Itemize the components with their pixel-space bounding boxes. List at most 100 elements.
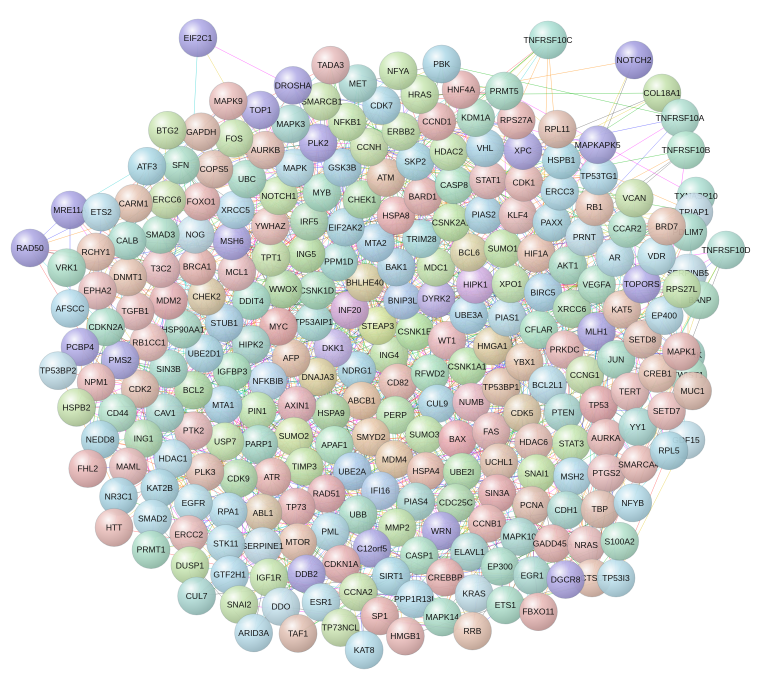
protein-node[interactable]: MAPK3 — [271, 104, 311, 144]
protein-node[interactable]: DNAJA3 — [298, 357, 338, 397]
protein-node[interactable]: DKK1 — [313, 328, 353, 368]
protein-node[interactable]: IGFBP3 — [212, 352, 252, 391]
protein-node[interactable]: TIMP3 — [285, 447, 324, 486]
protein-node[interactable]: JUN — [596, 340, 636, 379]
protein-node[interactable]: MCL1 — [217, 252, 257, 292]
protein-node[interactable]: TNFRSF10C — [523, 20, 573, 60]
protein-node[interactable]: SKP2 — [395, 142, 435, 181]
protein-node[interactable]: PCNA — [512, 485, 552, 525]
protein-node[interactable]: SUMO1 — [483, 229, 523, 268]
protein-node[interactable]: HDAC6 — [514, 422, 553, 462]
protein-node[interactable]: CDC25C — [436, 483, 476, 522]
protein-node[interactable]: SMARCA4 — [618, 444, 660, 484]
protein-node[interactable]: GAPDH — [181, 112, 221, 152]
protein-node[interactable]: PRMT1 — [131, 530, 171, 569]
protein-node[interactable]: SIN3A — [477, 473, 517, 513]
protein-node[interactable]: CSNK1A1 — [448, 347, 487, 386]
protein-node[interactable]: BTG2 — [148, 110, 187, 150]
protein-node[interactable]: T3C2 — [141, 249, 181, 288]
protein-node[interactable]: CHEK2 — [187, 277, 226, 316]
protein-node[interactable]: SMAD3 — [141, 215, 180, 254]
protein-node[interactable]: IRF5 — [289, 202, 329, 241]
protein-node[interactable]: TNFRSF10A — [656, 98, 705, 138]
protein-node[interactable]: BARD1 — [403, 177, 443, 216]
protein-node[interactable]: ERBB2 — [381, 112, 421, 151]
protein-node[interactable]: CCNH — [349, 127, 389, 167]
protein-node[interactable]: PPP1R13L — [394, 579, 436, 619]
protein-node[interactable]: DROSHA — [273, 66, 313, 105]
protein-node[interactable]: DUSP1 — [170, 546, 210, 585]
protein-node[interactable]: ERCC3 — [540, 172, 579, 211]
protein-node[interactable]: HDAC1 — [153, 439, 193, 478]
protein-node[interactable]: MUC1 — [673, 371, 712, 411]
protein-node[interactable]: TP53I3 — [596, 558, 636, 598]
protein-node[interactable]: MTA2 — [356, 223, 395, 263]
protein-node[interactable]: XRCC6 — [552, 289, 592, 329]
protein-node[interactable]: CASP8 — [434, 165, 474, 205]
protein-node[interactable]: AKT1 — [548, 246, 588, 285]
protein-node[interactable]: RPL11 — [538, 109, 577, 149]
protein-node[interactable]: PIAS2 — [464, 195, 504, 234]
protein-node[interactable]: PERP — [376, 395, 415, 435]
protein-node[interactable]: CCNG1 — [565, 355, 605, 395]
protein-node[interactable]: SIRT1 — [371, 556, 411, 596]
protein-node[interactable]: PPM1D — [319, 242, 359, 282]
protein-node[interactable]: NFYB — [613, 483, 653, 523]
protein-node[interactable]: TNFRSF10B — [662, 130, 711, 170]
protein-node[interactable]: EPHA2 — [78, 271, 117, 310]
protein-node[interactable]: HSPB2 — [57, 388, 96, 427]
protein-node[interactable]: CCNB1 — [467, 504, 507, 543]
protein-node[interactable]: ATR — [252, 457, 292, 497]
protein-node[interactable]: XPC — [503, 131, 543, 171]
protein-node[interactable]: XPO1 — [491, 264, 531, 304]
protein-node[interactable]: EP300 — [480, 547, 520, 586]
protein-node[interactable]: TAF1 — [278, 614, 318, 653]
protein-node[interactable]: ETS1 — [486, 585, 525, 625]
protein-node[interactable]: WWOX — [263, 269, 303, 309]
protein-node[interactable]: VRK1 — [47, 248, 86, 287]
protein-node[interactable]: XRCC5 — [216, 190, 255, 230]
protein-node[interactable]: FOS — [214, 119, 254, 158]
protein-node[interactable]: PMS2 — [100, 340, 140, 380]
protein-node[interactable]: TP53BP2 — [38, 351, 78, 390]
protein-node[interactable]: ATM — [366, 158, 406, 197]
protein-node[interactable]: SMAD2 — [133, 499, 172, 538]
protein-node[interactable]: WT1 — [427, 321, 467, 360]
protein-node[interactable]: PAXX — [532, 203, 571, 242]
protein-node[interactable]: NFYA — [378, 51, 418, 91]
protein-node[interactable]: TP53 — [579, 385, 618, 425]
protein-node[interactable]: FHL2 — [68, 449, 108, 488]
protein-node[interactable]: AR — [595, 238, 635, 277]
protein-node[interactable]: RRB — [453, 611, 492, 651]
protein-node[interactable]: MDM2 — [149, 281, 188, 320]
protein-node[interactable]: TADA3 — [311, 45, 350, 85]
protein-node[interactable]: MAPK — [275, 148, 315, 188]
protein-node[interactable]: C12orf5 — [352, 529, 392, 568]
protein-node[interactable]: HIPK2 — [231, 325, 271, 364]
protein-node[interactable]: AFSCC — [50, 289, 90, 328]
protein-node[interactable]: STEAP3 — [358, 306, 398, 346]
protein-node[interactable]: CREBBP — [425, 557, 465, 597]
protein-node[interactable]: TRIM28 — [402, 219, 441, 259]
protein-node[interactable]: SETD7 — [647, 391, 686, 431]
protein-node[interactable]: DGCR8 — [546, 560, 585, 599]
protein-node[interactable]: ING5 — [286, 234, 326, 274]
protein-node[interactable]: HSPB1 — [542, 140, 581, 180]
protein-node[interactable]: VEGFA — [577, 265, 616, 304]
protein-node[interactable]: ELAVL1 — [450, 532, 489, 572]
protein-node[interactable]: GSK3B — [322, 148, 362, 187]
protein-node[interactable]: ATF3 — [127, 146, 167, 186]
protein-node[interactable]: RPS27A — [496, 100, 536, 140]
protein-node[interactable]: BCL2 — [174, 370, 213, 410]
protein-node[interactable]: FBXO11 — [519, 592, 558, 632]
protein-node[interactable]: MAPK1 — [662, 332, 701, 371]
protein-node[interactable]: DYRK2 — [416, 279, 456, 318]
protein-node[interactable]: USP7 — [205, 422, 245, 461]
protein-node[interactable]: RPS27L — [662, 269, 701, 309]
protein-node[interactable]: COPS5 — [194, 149, 234, 189]
protein-node[interactable]: IGF1R — [249, 558, 289, 597]
protein-node[interactable]: KAT8 — [344, 630, 384, 670]
protein-node[interactable]: PARP1 — [239, 424, 279, 464]
protein-node[interactable]: GTF2H1 — [210, 555, 249, 594]
protein-node[interactable]: RAD51 — [307, 474, 346, 513]
